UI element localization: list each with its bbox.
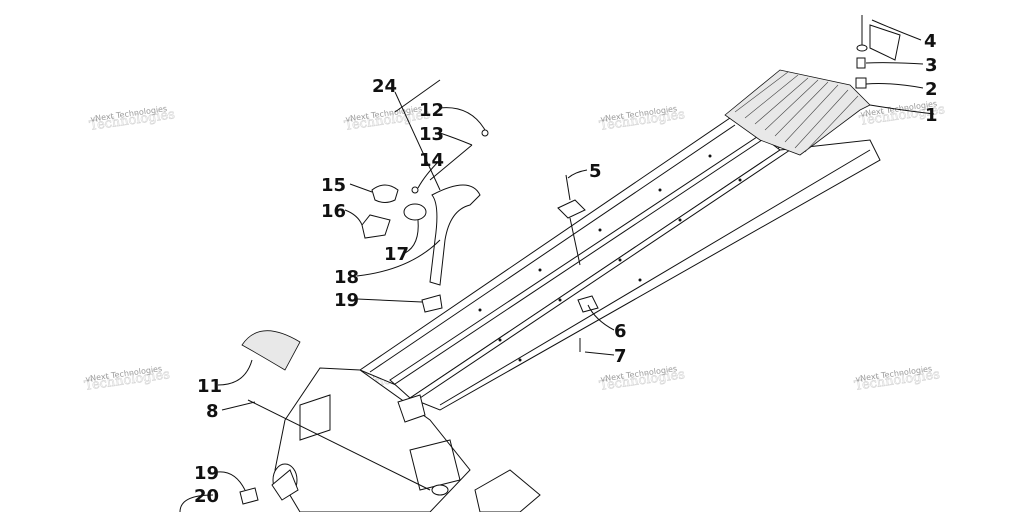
watermark: Technologies vNext Technologies [598, 104, 686, 134]
callout-19-upper: 19 [334, 290, 359, 311]
callout-20: 20 [194, 486, 219, 507]
rear-flap [724, 69, 871, 156]
callout-18: 18 [334, 267, 359, 288]
tunnel-assembly [272, 69, 881, 512]
callout-16: 16 [321, 201, 346, 222]
leader-lines [179, 19, 935, 512]
tunnel-rail-middle [389, 134, 781, 399]
callout-17: 17 [384, 244, 409, 265]
callout-4: 4 [924, 31, 937, 52]
callout-labels: 1 2 3 4 5 6 7 8 11 12 13 14 15 16 17 18 … [194, 31, 938, 507]
watermark: Technologies vNext Technologies [88, 104, 176, 134]
hose-clamp [403, 203, 427, 221]
heat-shield-pad [241, 330, 301, 371]
callout-5: 5 [589, 161, 602, 182]
callout-24: 24 [372, 76, 397, 97]
hardware [239, 15, 901, 505]
callout-2: 2 [925, 79, 938, 100]
flap-ribs [734, 71, 859, 153]
callout-15: 15 [321, 175, 346, 196]
callout-3: 3 [925, 55, 938, 76]
callout-7: 7 [614, 346, 627, 367]
watermark: Technologies vNext Technologies [343, 104, 431, 134]
watermark: Technologies vNext Technologies [598, 364, 686, 394]
callout-6: 6 [614, 321, 627, 342]
callout-1: 1 [925, 105, 938, 126]
coolant-hose [429, 184, 481, 286]
watermark: Technologies vNext Technologies [853, 364, 941, 394]
callout-11: 11 [197, 376, 222, 397]
callout-12: 12 [419, 100, 444, 121]
filler-neck [361, 214, 391, 239]
callout-19-lower: 19 [194, 463, 219, 484]
callout-8: 8 [206, 401, 219, 422]
rivets [478, 154, 742, 362]
filler-cap [371, 184, 399, 203]
callout-14: 14 [419, 150, 444, 171]
watermark: Technologies vNext Technologies [83, 364, 171, 394]
callout-13: 13 [419, 124, 444, 145]
tunnel-rail-lower [408, 139, 881, 411]
